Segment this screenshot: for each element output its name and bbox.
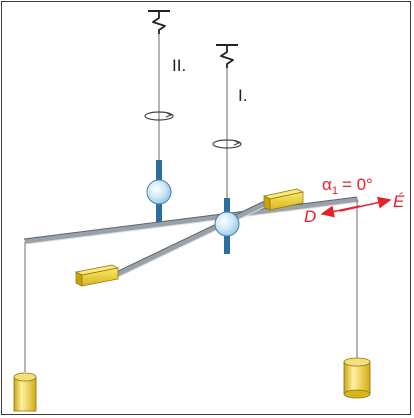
angle-value: = 0° (342, 175, 373, 194)
sphere-ii (146, 160, 172, 222)
cylinder-weight-right (343, 357, 371, 399)
cylinder-weight-left (13, 372, 37, 412)
hook-ii-icon (148, 10, 170, 34)
box-weight-left (74, 264, 120, 287)
box-weight-right (262, 188, 305, 211)
label-pendulum-ii: II. (172, 56, 186, 75)
sphere-i (214, 198, 240, 254)
rotation-arrow-i-icon (212, 139, 242, 149)
rotation-arrow-ii-icon (144, 111, 174, 121)
hook-i-icon (216, 44, 238, 68)
direction-arrow-left-icon (320, 205, 361, 218)
angle-annotation: α1 = 0° D É (304, 175, 405, 226)
angle-symbol: α (322, 175, 332, 194)
label-pendulum-i: I. (238, 86, 247, 105)
direction-label-e: É (393, 192, 405, 211)
svg-text:α1= 0°: α1 = 0° (322, 175, 373, 197)
rod-lower (109, 195, 278, 281)
direction-label-d: D (304, 207, 316, 226)
angle-subscript: 1 (332, 185, 338, 197)
